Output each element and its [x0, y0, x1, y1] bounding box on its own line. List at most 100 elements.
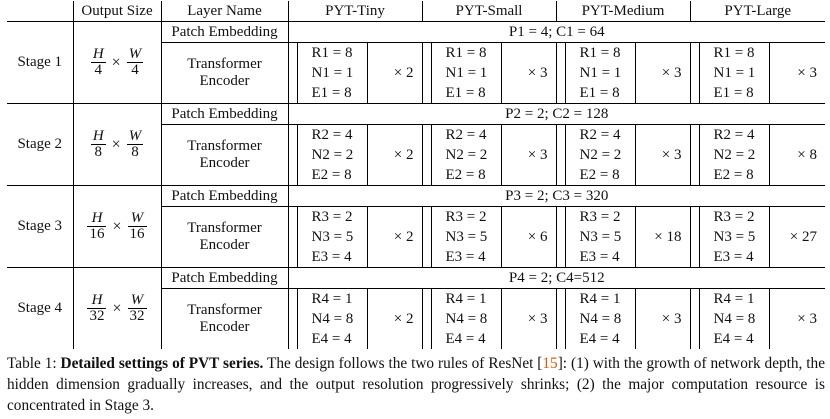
layer-multiplier: × 3 [797, 64, 817, 81]
param-r: R3 = 2 [713, 209, 755, 225]
params-bracket: R4 = 1 N4 = 8 E4 = 4 [698, 289, 771, 349]
param-r: R4 = 1 [311, 291, 353, 307]
param-e: E3 = 4 [445, 249, 486, 265]
layer-multiplier: × 2 [393, 146, 414, 163]
param-r: R4 = 1 [445, 291, 487, 307]
param-e: E3 = 4 [311, 249, 352, 265]
param-r: R1 = 8 [579, 45, 621, 61]
param-e: E1 = 8 [579, 85, 620, 101]
param-r: R4 = 1 [713, 291, 755, 307]
param-n: N4 = 8 [311, 311, 354, 327]
header-layer-name: Layer Name [160, 1, 288, 22]
param-r: R4 = 1 [579, 291, 621, 307]
stage-name: Stage 2 [7, 103, 73, 186]
patch-settings: P4 = 2; C4=512 [287, 267, 825, 289]
layer-multiplier: × 2 [393, 228, 414, 245]
param-r: R1 = 8 [713, 45, 755, 61]
patch-embedding-label: Patch Embedding [160, 185, 288, 207]
param-r: R3 = 2 [579, 209, 621, 225]
param-e: E2 = 8 [713, 167, 754, 183]
header-pyt-medium: PYT-Medium [555, 1, 690, 22]
param-n: N2 = 2 [713, 147, 756, 163]
header-pyt-small: PYT-Small [421, 1, 556, 22]
param-n: N2 = 2 [445, 147, 488, 163]
params-bracket: R2 = 4 N2 = 2 E2 = 8 [698, 125, 771, 185]
times-symbol: × [112, 217, 122, 235]
param-e: E4 = 4 [311, 331, 352, 347]
header-output-size: Output Size [72, 1, 161, 22]
times-symbol: × [111, 135, 121, 153]
table-header-row: Output Size Layer Name PYT-Tiny PYT-Smal… [7, 1, 825, 22]
param-r: R3 = 2 [311, 209, 353, 225]
param-n: N2 = 2 [579, 147, 622, 163]
layer-multiplier: × 6 [527, 228, 548, 245]
param-e: E4 = 4 [713, 331, 754, 347]
header-pyt-tiny: PYT-Tiny [287, 1, 422, 22]
param-e: E1 = 8 [713, 85, 754, 101]
layer-multiplier: × 3 [661, 310, 682, 327]
stage-name: Stage 3 [7, 185, 73, 268]
layer-multiplier: × 2 [393, 64, 414, 81]
model-params-cell: R4 = 1 N4 = 8 E4 = 4 × 3 [689, 288, 825, 349]
params-bracket: R1 = 8 N1 = 1 E1 = 8 [564, 43, 637, 103]
param-n: N4 = 8 [579, 311, 622, 327]
param-n: N1 = 1 [579, 65, 622, 81]
layer-multiplier: × 18 [654, 228, 682, 245]
param-r: R3 = 2 [445, 209, 487, 225]
patch-settings: P2 = 2; C2 = 128 [287, 103, 825, 125]
patch-embedding-label: Patch Embedding [160, 267, 288, 289]
param-n: N3 = 5 [311, 229, 354, 245]
param-n: N1 = 1 [311, 65, 354, 81]
layer-multiplier: × 3 [797, 310, 817, 327]
param-n: N4 = 8 [713, 311, 756, 327]
param-e: E4 = 4 [445, 331, 486, 347]
times-symbol: × [111, 53, 121, 71]
caption-label: Table 1: [7, 355, 61, 372]
param-r: R2 = 4 [713, 127, 755, 143]
pvt-settings-table: Output Size Layer Name PYT-Tiny PYT-Smal… [7, 1, 825, 349]
param-e: E2 = 8 [579, 167, 620, 183]
param-n: N3 = 5 [713, 229, 756, 245]
param-n: N2 = 2 [311, 147, 354, 163]
citation-link[interactable]: 15 [542, 355, 558, 372]
patch-settings: P3 = 2; C3 = 320 [287, 185, 825, 207]
layer-multiplier: × 3 [527, 310, 548, 327]
layer-multiplier: × 3 [661, 146, 682, 163]
param-r: R1 = 8 [311, 45, 353, 61]
